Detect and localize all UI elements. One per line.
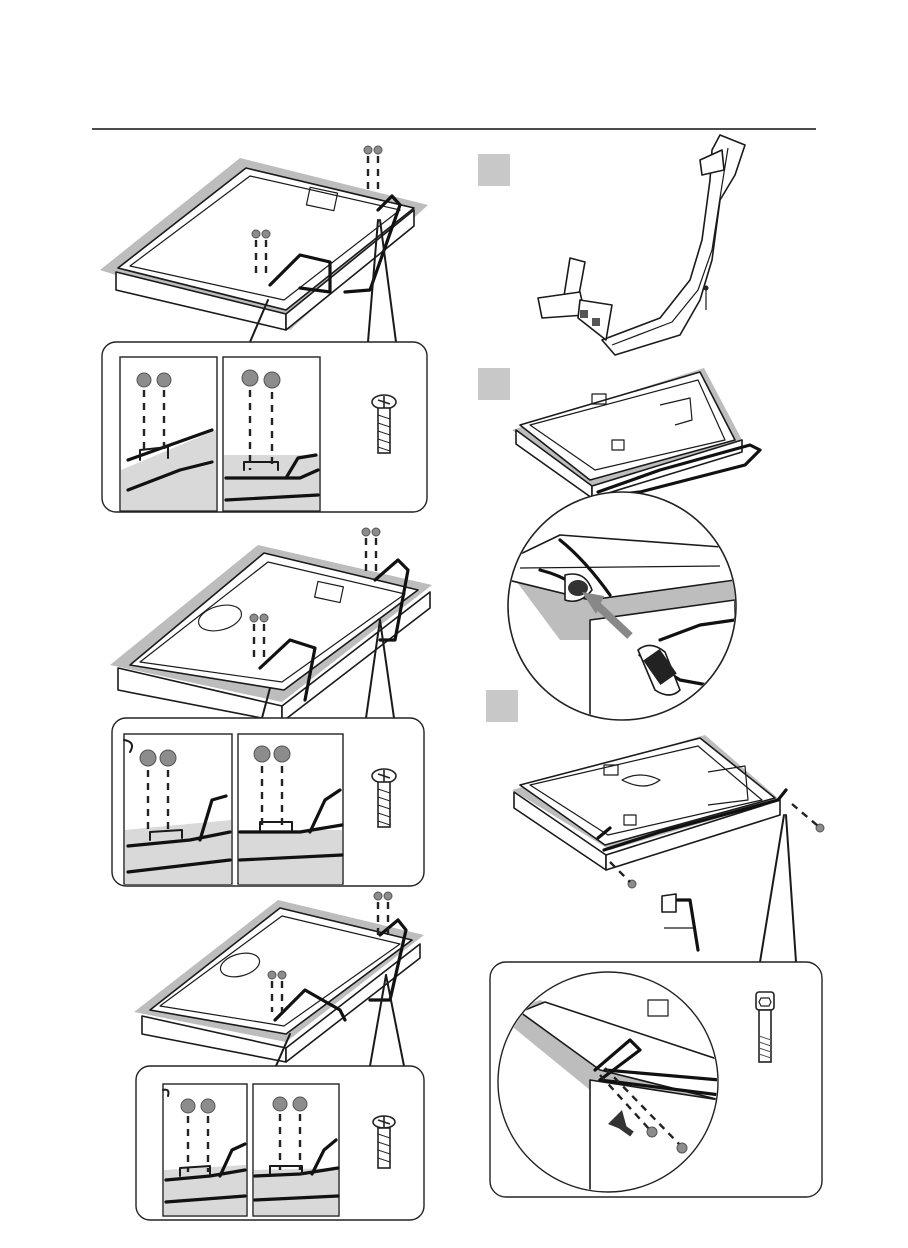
- step-3-insert-bolts: [512, 735, 824, 962]
- step-2-marker: [478, 368, 510, 400]
- left-step-a-callout: [102, 342, 427, 512]
- step-3-callout: [490, 962, 822, 1200]
- hex-bolt-icon: [756, 992, 774, 1062]
- left-step-a-tv-back: [100, 146, 428, 342]
- step-2-zoom-detail: [508, 492, 736, 720]
- step-3-marker: [486, 690, 518, 722]
- left-step-b-tv-back: [110, 528, 432, 722]
- step-1-marker: [478, 154, 510, 186]
- left-step-c-callout: [136, 1066, 424, 1220]
- left-step-b-callout: [112, 718, 424, 886]
- left-step-c-tv-back: [134, 892, 424, 1066]
- step-2-attach-frame: [512, 368, 760, 498]
- step-1-stand-frame: [538, 135, 745, 355]
